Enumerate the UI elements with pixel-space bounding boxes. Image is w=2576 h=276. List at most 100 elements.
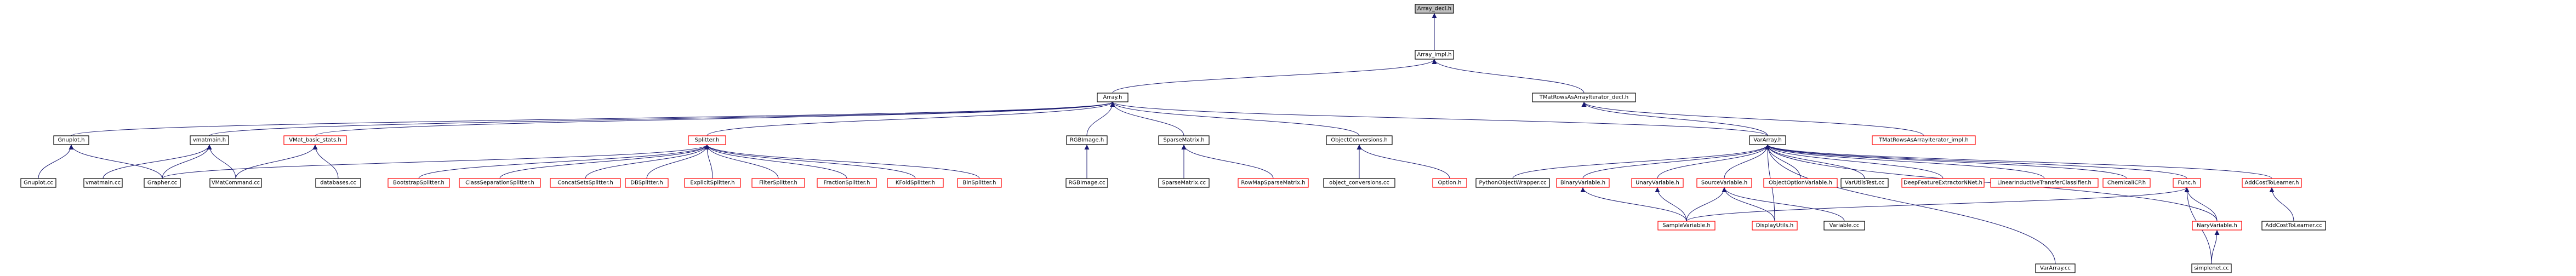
edge-vmatmain_h-to-array_h	[209, 101, 1115, 136]
node-varutilstest[interactable]: VarUtilsTest.cc	[1840, 178, 1889, 188]
node-classsep[interactable]: ClassSeparationSplitter.h	[459, 178, 541, 188]
node-concatsets[interactable]: ConcatSetsSplitter.h	[550, 178, 621, 188]
node-naryvar[interactable]: NaryVariable.h	[2192, 221, 2242, 231]
node-label: DisplayUtils.h	[1756, 223, 1793, 229]
node-label: Array_impl.h	[1417, 52, 1451, 58]
edge-vararray_cc-to-vararray_h	[1765, 144, 2056, 264]
node-gnuplot_cc[interactable]: Gnuplot.cc	[20, 178, 56, 188]
node-label: ConcatSetsSplitter.h	[557, 180, 613, 186]
node-rowmapsparse[interactable]: RowMapSparseMatrix.h	[1238, 178, 1309, 188]
edge-objconv_h-to-array_h	[1110, 101, 1360, 136]
node-sourcevar[interactable]: SourceVariable.h	[1696, 178, 1752, 188]
node-vararray_h[interactable]: VarArray.h	[1749, 135, 1786, 145]
edge-unaryvar-to-vararray_h	[1657, 144, 1770, 179]
node-box	[1415, 50, 1454, 60]
node-label: DBSplitter.h	[630, 180, 663, 186]
node-box	[1415, 4, 1454, 14]
node-box	[2102, 178, 2151, 188]
node-option_h[interactable]: Option.h	[1432, 178, 1467, 188]
edge-gnuplot_cc-to-gnuplot_h	[38, 144, 74, 179]
node-sparsematrix_cc[interactable]: SparseMatrix.cc	[1158, 178, 1210, 188]
edge-pyobjwrap-to-vararray_h	[1512, 144, 1770, 179]
node-box	[1475, 178, 1550, 188]
node-deepfeat[interactable]: DeepFeatureExtractorNNet.h	[1901, 178, 1985, 188]
node-array_h[interactable]: Array.h	[1097, 93, 1129, 102]
node-sparsematrix_h[interactable]: SparseMatrix.h	[1158, 135, 1210, 145]
node-label: Splitter.h	[695, 137, 720, 143]
node-box	[1763, 178, 1838, 188]
node-box	[1323, 178, 1395, 188]
node-label: Option.h	[1438, 180, 1462, 186]
node-fractionsplitter[interactable]: FractionSplitter.h	[817, 178, 877, 188]
node-splitter_h[interactable]: Splitter.h	[688, 135, 726, 145]
node-rgbimage_h[interactable]: RGBImage.h	[1066, 135, 1108, 145]
edge-samplevar-to-func_h	[1686, 187, 2190, 222]
node-pyobjwrap[interactable]: PythonObjectWrapper.cc	[1475, 178, 1550, 188]
node-func_h[interactable]: Func.h	[2173, 178, 2201, 188]
node-objoptvar[interactable]: ObjectOptionVariable.h	[1763, 178, 1838, 188]
node-tmat_decl[interactable]: TMatRowsAsArrayIterator_decl.h	[1532, 93, 1636, 102]
edge-databases_cc-to-vmat_basic	[312, 144, 339, 179]
node-grapher_cc[interactable]: Grapher.cc	[144, 178, 181, 188]
node-binsplitter[interactable]: BinSplitter.h	[957, 178, 1002, 188]
node-objconv_cc[interactable]: object_conversions.cc	[1323, 178, 1395, 188]
node-vmatmain_h[interactable]: vmatmain.h	[190, 135, 229, 145]
node-box	[2261, 221, 2326, 231]
edge-tmat_decl-to-array_impl	[1432, 59, 1585, 94]
node-box	[1631, 178, 1684, 188]
node-binaryvar[interactable]: BinaryVariable.h	[1556, 178, 1610, 188]
node-vmatmain_cc[interactable]: vmatmain.cc	[83, 178, 123, 188]
node-label: ObjectConversions.h	[1331, 137, 1387, 143]
edge-varutilstest-to-vararray_h	[1765, 144, 1865, 179]
node-databases_cc[interactable]: databases.cc	[315, 178, 361, 188]
node-label: SparseMatrix.h	[1163, 137, 1204, 143]
node-label: Grapher.cc	[147, 180, 177, 186]
node-box	[1158, 135, 1210, 145]
edge-bootstrap-to-splitter_h	[418, 144, 710, 179]
node-samplevar[interactable]: SampleVariable.h	[1657, 221, 1716, 231]
node-filtersplitter[interactable]: FilterSplitter.h	[751, 178, 805, 188]
edge-naryvar-to-func_h	[2184, 187, 2218, 222]
node-addcost_cc[interactable]: AddCostToLearner.cc	[2261, 221, 2326, 231]
edge-samplevar-to-sourcevar	[1686, 187, 1727, 222]
node-objconv_h[interactable]: ObjectConversions.h	[1326, 135, 1393, 145]
node-vmat_basic[interactable]: VMat_basic_stats.h	[283, 135, 347, 145]
node-explicitsplitter[interactable]: ExplicitSplitter.h	[684, 178, 741, 188]
node-linearind[interactable]: LinearInductiveTransferClassifier.h	[1990, 178, 2099, 188]
node-dbsplitter[interactable]: DBSplitter.h	[625, 178, 669, 188]
node-box	[1326, 135, 1393, 145]
edge-vmatmain_cc-to-vmatmain_h	[102, 144, 212, 179]
node-label: VMat_basic_stats.h	[289, 137, 341, 143]
node-array_impl[interactable]: Array_impl.h	[1415, 50, 1454, 60]
node-vmatcommand_cc[interactable]: VMatCommand.cc	[209, 178, 262, 188]
node-addcost_h[interactable]: AddCostToLearner.h	[2242, 178, 2302, 188]
node-simplenet_cc[interactable]: simplenet.cc	[2191, 263, 2232, 273]
node-label: KFoldSplitter.h	[896, 180, 935, 186]
edge-linearind-to-vararray_h	[1765, 144, 2045, 179]
node-kfoldsplitter[interactable]: KFoldSplitter.h	[887, 178, 944, 188]
node-label: AddCostToLearner.cc	[2265, 223, 2322, 229]
node-label: Array.h	[1103, 95, 1122, 101]
edges-layer	[38, 13, 2294, 264]
node-rgbimage_cc[interactable]: RGBImage.cc	[1065, 178, 1108, 188]
edge-displayutils-to-sourcevar	[1722, 187, 1775, 222]
node-chemicalicp[interactable]: ChemicalICP.h	[2102, 178, 2151, 188]
node-vararray_cc[interactable]: VarArray.cc	[2035, 263, 2076, 273]
node-gnuplot_h[interactable]: Gnuplot.h	[53, 135, 89, 145]
node-displayutils[interactable]: DisplayUtils.h	[1752, 221, 1798, 231]
node-box	[550, 178, 621, 188]
node-variable_cc[interactable]: Variable.cc	[1823, 221, 1865, 231]
edge-dbsplitter-to-splitter_h	[646, 144, 710, 179]
edge-func_h-to-vararray_h	[1765, 144, 2187, 179]
node-bootstrap[interactable]: BootstrapSplitter.h	[387, 178, 450, 188]
node-box	[315, 178, 361, 188]
node-unaryvar[interactable]: UnaryVariable.h	[1631, 178, 1684, 188]
node-tmat_impl[interactable]: TMatRowsAsArrayIterator_impl.h	[1872, 135, 1976, 145]
node-box	[1238, 178, 1309, 188]
edge-objoptvar-to-vararray_h	[1765, 144, 1801, 179]
node-box	[283, 135, 347, 145]
edge-splitter_h-to-array_h	[706, 101, 1115, 136]
node-box	[2242, 178, 2302, 188]
